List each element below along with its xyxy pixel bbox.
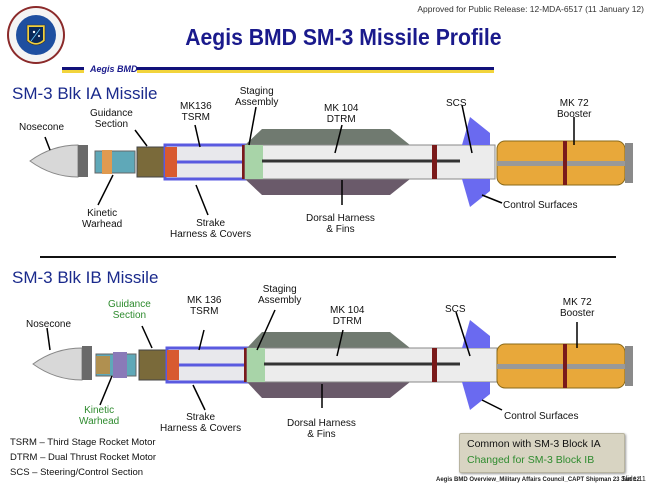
- missile-diagram-blk-ia: [29, 104, 633, 216]
- nosecone-base: [82, 346, 92, 380]
- dorsal-fin-bottom: [247, 382, 410, 398]
- header-band-right: [137, 67, 494, 73]
- control-surface-bottom: [462, 382, 490, 410]
- section-title-blk-ia: SM-3 Blk IA Missile: [12, 84, 158, 103]
- color-key-box: Common with SM-3 Block IA Changed for SM…: [459, 433, 625, 473]
- label-nosecone-ib: Nosecone: [26, 319, 72, 330]
- label-control-ib: Control Surfaces: [504, 411, 579, 422]
- section-title-blk-ib: SM-3 Blk IB Missile: [12, 268, 159, 287]
- kinetic-warhead-shape: [94, 150, 136, 174]
- key-common: Common with SM-3 Block IA: [467, 438, 601, 450]
- dorsal-fin-bottom: [245, 179, 410, 195]
- guidance-section-shape: [136, 146, 166, 178]
- section-divider: [40, 256, 616, 258]
- control-surface-bottom: [462, 179, 490, 207]
- missile-blk-ia: [29, 104, 633, 216]
- nosecone-base: [78, 145, 88, 177]
- band-label: Aegis BMD: [90, 64, 138, 74]
- approval-notice: Approved for Public Release: 12-MDA-6517…: [417, 4, 644, 14]
- guidance-section-shape: [138, 349, 168, 381]
- control-surface-top: [462, 320, 490, 348]
- label-scs-ib: SCS: [445, 304, 466, 315]
- leader-arrows: [46, 309, 578, 411]
- label-dorsal-ib: Dorsal Harness& Fins: [287, 418, 356, 440]
- label-control-ia: Control Surfaces: [503, 200, 578, 211]
- label-nosecone-ia: Nosecone: [19, 122, 65, 133]
- slide-number: Slide 11: [621, 476, 646, 483]
- label-scs-ia: SCS: [446, 98, 467, 109]
- acronym-scs: SCS – Steering/Control Section: [10, 467, 144, 478]
- acronym-tsrm: TSRM – Third Stage Rocket Motor: [10, 437, 156, 448]
- dorsal-fin-top: [245, 129, 410, 145]
- nosecone-shape: [32, 347, 83, 381]
- footer-text: Aegis BMD Overview_Military Affairs Coun…: [436, 477, 640, 483]
- leader-arrows: [44, 104, 575, 216]
- mda-logo-icon: [7, 6, 65, 64]
- page-title: Aegis BMD SM-3 Missile Profile: [185, 24, 502, 50]
- acronym-dtrm: DTRM – Dual Thrust Rocket Motor: [10, 452, 157, 463]
- missile-diagram-blk-ib: [32, 309, 633, 411]
- nosecone-shape: [29, 144, 79, 178]
- control-surface-top: [462, 117, 490, 145]
- key-changed: Changed for SM-3 Block IB: [467, 454, 595, 466]
- header-band-left: [62, 67, 84, 73]
- missile-blk-ib: [32, 309, 633, 411]
- dorsal-fin-top: [247, 332, 410, 348]
- label-dorsal-ia: Dorsal Harness& Fins: [306, 213, 375, 235]
